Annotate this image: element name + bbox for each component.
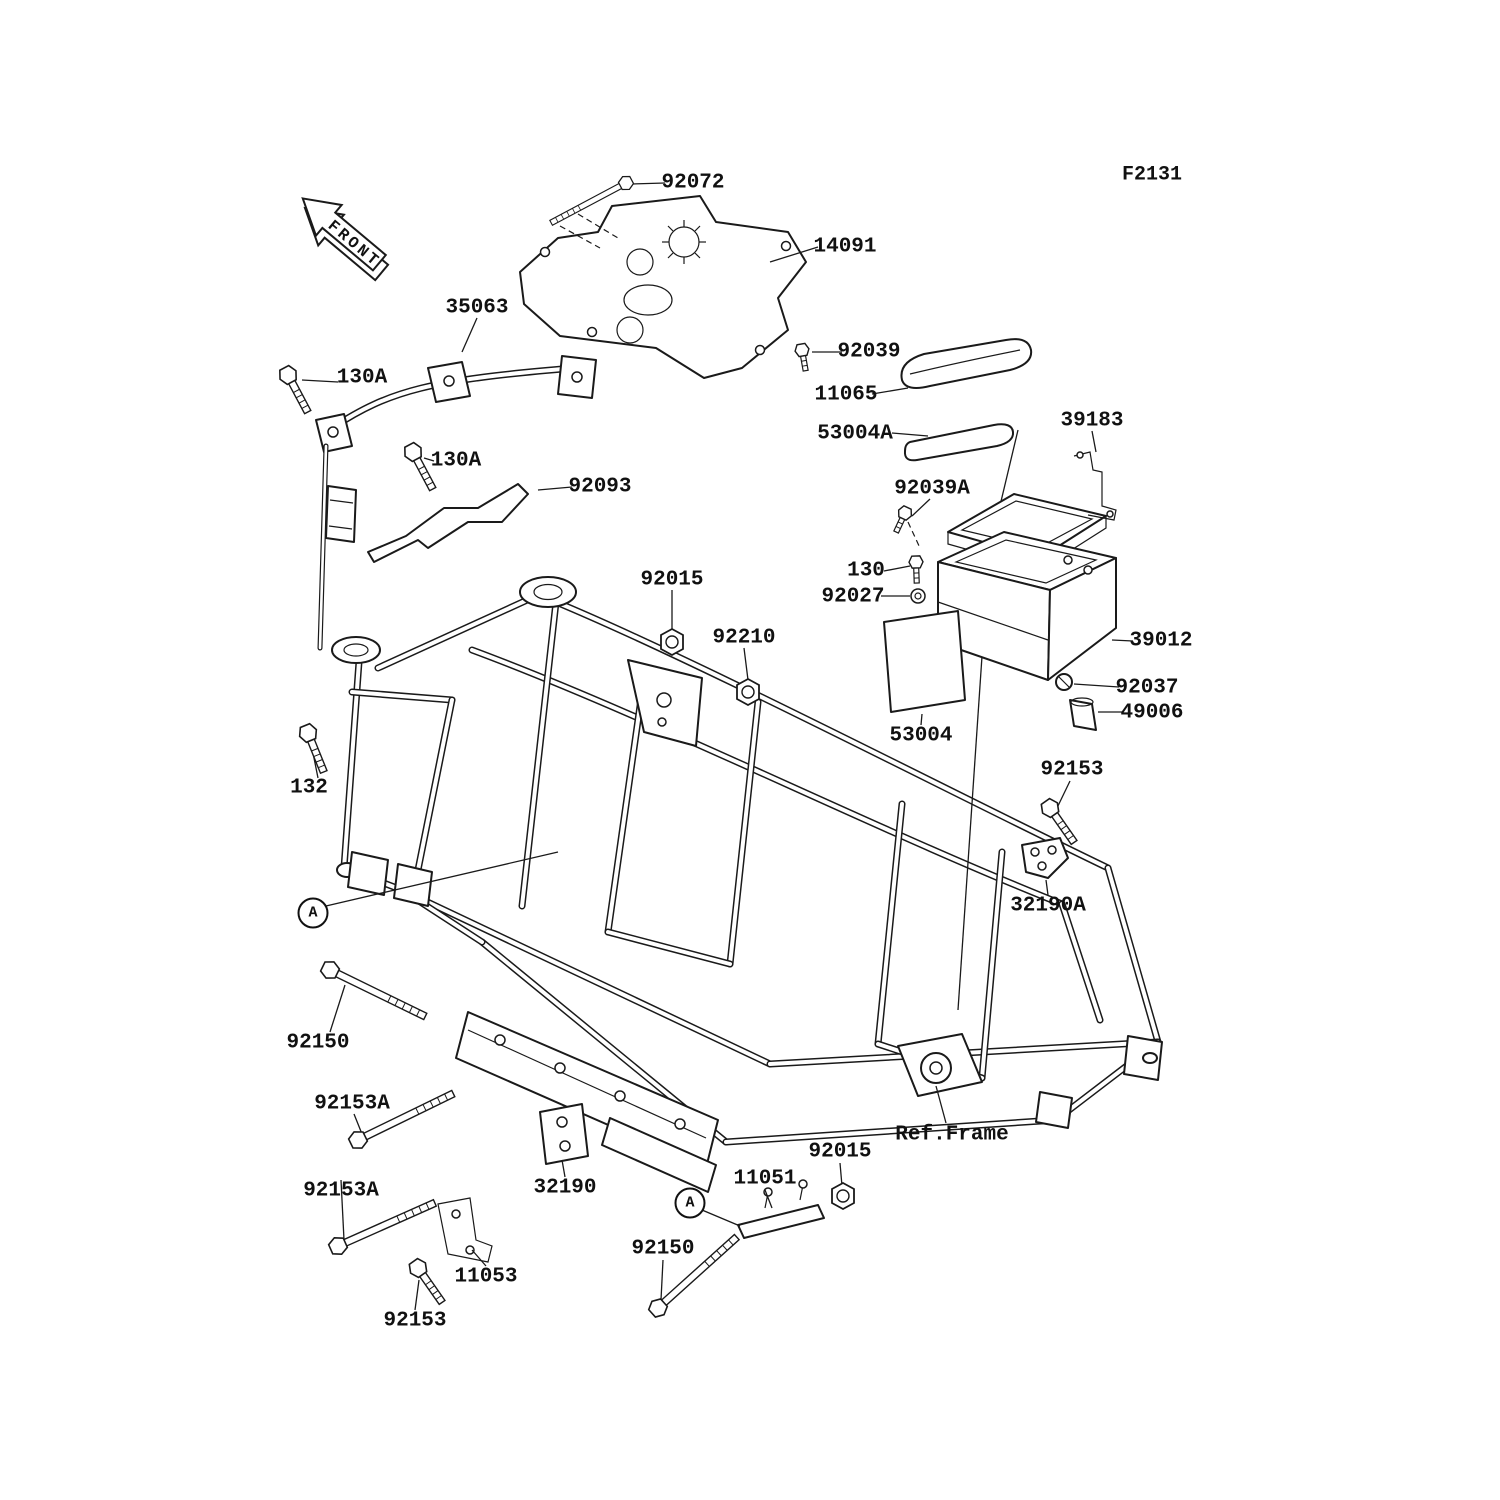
part-label-92037: 92037 — [1115, 676, 1179, 700]
part-label-11053: 11053 — [454, 1265, 518, 1289]
part-label-32190: 32190 — [533, 1176, 597, 1200]
part-label-53004: 53004 — [889, 724, 953, 748]
part-label-14091: 14091 — [813, 235, 877, 259]
part-label-130: 130 — [847, 559, 885, 583]
part-label-35063: 35063 — [445, 296, 509, 320]
part-label-92153A: 92153A — [314, 1092, 390, 1116]
part-label-92150: 92150 — [631, 1237, 695, 1261]
part-label-11065: 11065 — [814, 383, 878, 407]
part-label-92153A: 92153A — [303, 1179, 379, 1203]
part-label-130A: 130A — [430, 449, 482, 473]
battery-box-art — [937, 429, 1117, 1011]
stepped-bracket-art — [367, 483, 529, 563]
guard-bar-art — [315, 355, 597, 651]
frame-tubes-art — [331, 576, 1163, 1193]
part-label-49006: 49006 — [1120, 701, 1184, 725]
part-label-32190A: 32190A — [1010, 894, 1086, 918]
part-label-92039A: 92039A — [894, 477, 970, 501]
part-label-92015: 92015 — [808, 1140, 872, 1164]
mount-brackets-art — [437, 837, 1069, 1263]
upper-bracket-art — [1073, 451, 1117, 521]
callout-circle-A: A — [297, 897, 329, 929]
part-label-53004A: 53004A — [817, 422, 893, 446]
part-label-92210: 92210 — [712, 626, 776, 650]
part-label-39183: 39183 — [1060, 409, 1124, 433]
part-label-92027: 92027 — [821, 585, 885, 609]
document-plate-art — [883, 610, 966, 713]
part-label-92153: 92153 — [1040, 758, 1104, 782]
part-label-39012: 39012 — [1129, 629, 1193, 653]
part-label-92150: 92150 — [286, 1031, 350, 1055]
part-label-132: 132 — [290, 776, 328, 800]
front-arrow: FRONT — [301, 197, 390, 282]
callout-circle-A: A — [674, 1187, 706, 1219]
part-label-130A: 130A — [336, 366, 388, 390]
part-label-92039: 92039 — [837, 340, 901, 364]
ref-frame-mount-art — [897, 1033, 983, 1097]
part-label-92072: 92072 — [661, 171, 725, 195]
top-plate-art — [519, 195, 807, 379]
figure-code: F2131 — [1121, 163, 1183, 187]
part-label-92015: 92015 — [640, 568, 704, 592]
part-label-Ref-Frame: Ref.Frame — [895, 1123, 1009, 1147]
part-label-92093: 92093 — [568, 475, 632, 499]
lid-pad-art — [900, 338, 1033, 462]
part-label-11051: 11051 — [733, 1167, 797, 1191]
part-label-92153: 92153 — [383, 1309, 447, 1333]
